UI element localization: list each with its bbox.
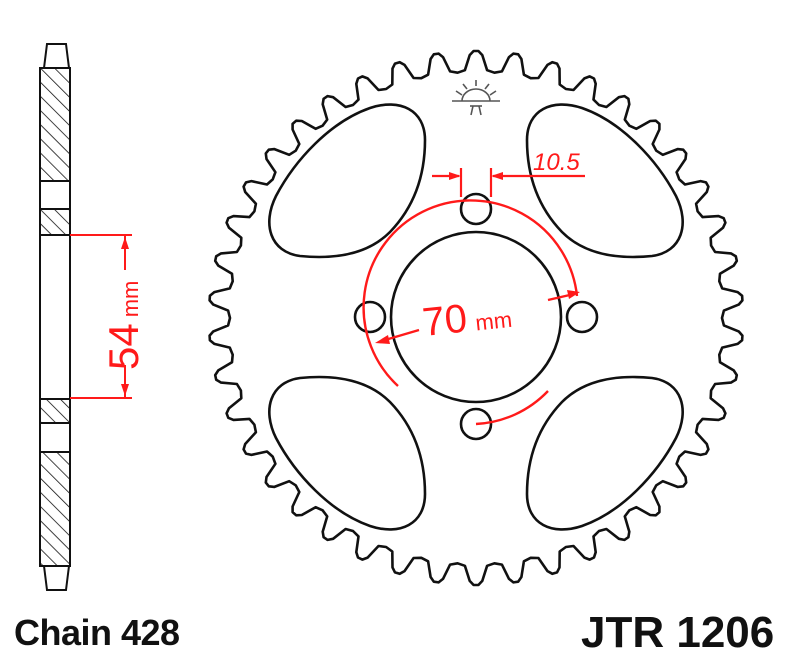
pitch-circle-dimension	[362, 199, 580, 426]
profile-top-gap	[39, 180, 71, 210]
center-bore	[389, 230, 563, 404]
profile-upper-hatch	[39, 208, 71, 236]
cutout-top-right	[525, 103, 684, 259]
sprocket-outline	[208, 49, 744, 587]
bolt-hole-dimension-value: 10.5	[533, 149, 580, 176]
profile-top-hatch	[39, 67, 71, 182]
cutout-bottom-right	[525, 375, 684, 531]
bolt-hole-top	[459, 192, 493, 226]
bolt-hole-dimension	[432, 168, 585, 197]
bolt-hole-bottom	[459, 407, 493, 441]
profile-lower-hatch	[39, 398, 71, 424]
profile-top-chamfer	[43, 43, 70, 69]
holes	[353, 192, 599, 441]
chain-size-label: Chain 428	[14, 612, 180, 653]
bolt-hole-right	[565, 300, 599, 334]
profile-bottom-chamfer	[43, 565, 70, 591]
lightening-cutouts	[268, 103, 684, 531]
profile-bottom-hatch	[39, 451, 71, 567]
offset-dimension	[70, 234, 132, 399]
bolt-hole-left	[353, 300, 387, 334]
profile-bottom-gap	[39, 422, 71, 453]
part-number-label: JTR 1206	[581, 608, 775, 657]
cutout-bottom-left	[268, 375, 427, 531]
offset-dimension-value: 54mm	[100, 281, 147, 370]
jt-sun-logo-icon	[452, 80, 500, 116]
cutout-top-left	[268, 103, 427, 259]
side-profile	[39, 43, 71, 591]
profile-middle	[39, 234, 71, 400]
